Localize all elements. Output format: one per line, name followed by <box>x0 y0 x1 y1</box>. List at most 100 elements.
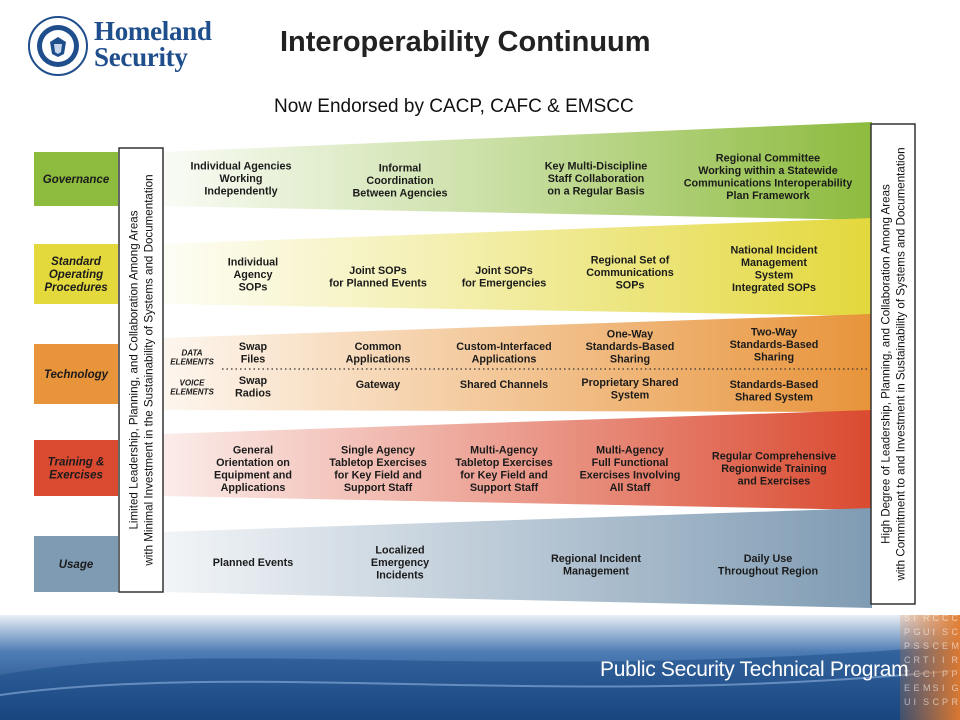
footer-grid-letter: M <box>952 641 960 651</box>
footer-grid-letter: C <box>904 655 911 665</box>
footer-grid-letter: G <box>952 683 959 693</box>
footer-banner: ACCCIPPIIEEMSIRCCCPGUISCPSSCEMCRTIIRTCCI… <box>0 615 960 720</box>
governance-label-box <box>34 152 118 206</box>
program-name: Public Security Technical Program <box>600 658 909 681</box>
technology-label-box <box>34 344 118 404</box>
footer-grid-letter: S <box>923 697 929 707</box>
footer-grid-letter: C <box>933 641 940 651</box>
footer-grid-letter: S <box>933 683 939 693</box>
logo-line1: Homeland <box>94 16 212 46</box>
footer-letter-grid <box>900 615 960 720</box>
left-continuum-bar <box>118 147 164 593</box>
footer-grid-letter: P <box>942 697 948 707</box>
footer-grid-letter: P <box>904 627 910 637</box>
footer-grid-letter: G <box>914 627 921 637</box>
technology-band <box>162 314 872 412</box>
page-title: Interoperability Continuum <box>280 26 651 58</box>
usage-label: Usage <box>59 559 94 571</box>
footer-grid-letter: U <box>923 627 930 637</box>
footer-grid-letter: P <box>904 641 910 651</box>
governance-band <box>162 122 872 220</box>
footer-grid-letter: I <box>914 615 917 623</box>
footer-grid-letter: E <box>914 683 920 693</box>
footer-grid-letter: S <box>942 627 948 637</box>
page-subtitle: Now Endorsed by CACP, CAFC & EMSCC <box>274 96 634 117</box>
logo-line2: Security <box>94 42 188 72</box>
sop-label-box <box>34 244 118 304</box>
usage-cell-1: Planned Events <box>213 557 293 569</box>
footer-grid-letter: C <box>933 615 940 623</box>
sop-band <box>162 218 872 316</box>
right-continuum-bar <box>870 123 916 605</box>
footer-grid-letter: P <box>952 669 958 679</box>
footer-grid-letter: R <box>952 697 959 707</box>
tech-voice-cell-2: Gateway <box>356 379 400 391</box>
footer-grid-letter: S <box>923 641 929 651</box>
footer-grid-letter: T <box>904 669 910 679</box>
left-bar-text: Limited Leadership, Planning, and Collab… <box>128 174 156 566</box>
footer-grid-letter: C <box>952 627 959 637</box>
footer-grid-letter: I <box>942 655 945 665</box>
footer-grid-letter: I <box>933 655 936 665</box>
technology-label: Technology <box>44 369 109 381</box>
dhs-logo: Homeland Security <box>28 16 258 78</box>
footer-grid-letter: C <box>933 697 940 707</box>
training-label: Training &Exercises <box>48 457 105 482</box>
footer-grid-letter: R <box>914 655 921 665</box>
training-label-box <box>34 440 118 496</box>
footer-grid-letter: C <box>942 615 949 623</box>
dhs-seal-icon <box>28 16 88 76</box>
footer-grid-letter: E <box>942 641 948 651</box>
footer-grid-letter: S <box>914 641 920 651</box>
usage-band <box>162 508 872 608</box>
governance-label: Governance <box>43 174 110 186</box>
footer-grid-letter: U <box>904 697 911 707</box>
usage-label-box <box>34 536 118 592</box>
footer-grid-letter: S <box>904 615 910 623</box>
footer-grid-letter: I <box>933 627 936 637</box>
footer-grid-letter: C <box>952 615 959 623</box>
footer-grid-letter: P <box>942 669 948 679</box>
footer-grid-letter: M <box>923 683 931 693</box>
footer-grid-letter: I <box>914 697 917 707</box>
footer-grid-letter: R <box>923 615 930 623</box>
footer-grid-letter: I <box>933 669 936 679</box>
logo-wordmark: Homeland Security <box>94 16 212 72</box>
training-band <box>162 410 872 510</box>
footer-grid-letter: E <box>904 683 910 693</box>
footer-grid-letter: C <box>923 669 930 679</box>
footer-grid-letter: T <box>923 655 929 665</box>
right-bar-text: High Degree of Leadership, Planning, and… <box>880 147 908 581</box>
footer-grid-letter: C <box>914 669 921 679</box>
tech-voice-cell-3: Shared Channels <box>460 379 548 391</box>
